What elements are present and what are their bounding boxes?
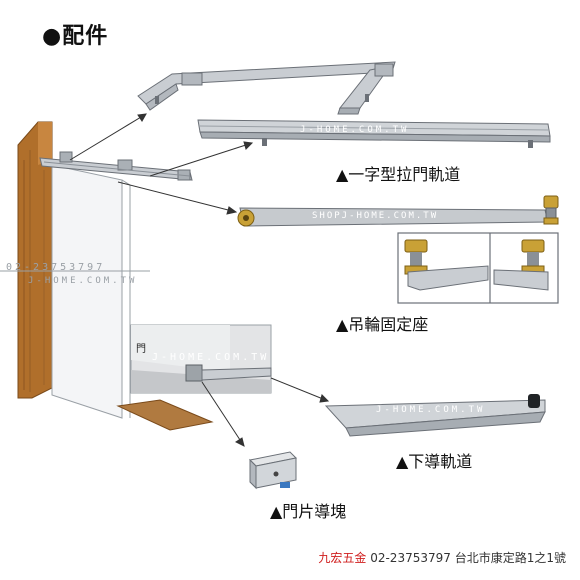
section-heading: ●配件 xyxy=(42,24,109,49)
watermark-site-left: J-HOME.COM.TW xyxy=(28,276,138,286)
watermark-shop: SHOPJ-HOME.COM.TW xyxy=(312,211,439,221)
l-shaped-track xyxy=(137,61,396,115)
watermark-site-bottom: J-HOME.COM.TW xyxy=(376,405,486,415)
inset-door-label: 門 xyxy=(136,344,146,355)
caption-bottom-track: ▲下導軌道 xyxy=(396,452,473,471)
hanger-mount-bar xyxy=(237,195,559,227)
watermark-site-inset: J-HOME.COM.TW xyxy=(152,352,270,363)
caption-door-guide: ▲門片導塊 xyxy=(270,502,347,521)
footer-contact: 九宏五金 02-23753797 台北市康定路1之1號 xyxy=(318,549,566,566)
caption-hanger-mount: ▲吊輪固定座 xyxy=(336,315,429,334)
door-guide-inset xyxy=(130,324,272,394)
footer-brand: 九宏五金 xyxy=(318,551,367,565)
watermark-site-track: J-HOME.COM.TW xyxy=(300,125,410,135)
bottom-track xyxy=(324,394,546,437)
caption-straight-track: ▲一字型拉門軌道 xyxy=(336,165,461,184)
footer-phone: 02-23753797 xyxy=(370,551,451,565)
floor-strip xyxy=(116,399,214,431)
straight-track xyxy=(197,119,551,148)
door-guide-block xyxy=(248,451,298,490)
door-panel xyxy=(51,164,131,419)
leader-lines xyxy=(69,113,330,447)
hanger-detail-box xyxy=(397,232,559,304)
watermark-phone: 02-23753797 xyxy=(6,262,106,273)
footer-address: 台北市康定路1之1號 xyxy=(454,551,566,565)
